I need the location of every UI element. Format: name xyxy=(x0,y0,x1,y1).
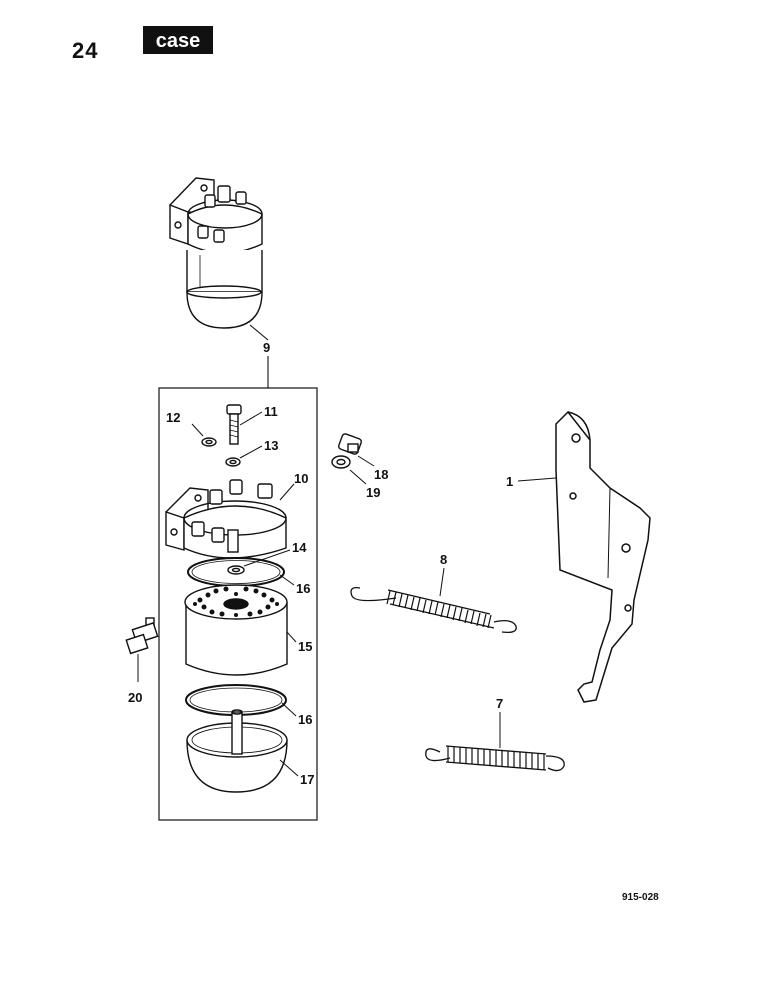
callout-13: 13 xyxy=(264,438,278,453)
fuel-filter-assembly xyxy=(169,177,263,329)
mounting-bracket-1 xyxy=(555,410,651,703)
callout-15: 15 xyxy=(298,639,312,654)
spring-7 xyxy=(425,745,565,772)
callout-20: 20 xyxy=(128,690,142,705)
callout-19: 19 xyxy=(366,485,380,500)
bolt-11 xyxy=(226,404,242,445)
filter-bowl-17 xyxy=(186,709,288,793)
page-number: 24 xyxy=(72,38,99,63)
svg-text:case: case xyxy=(156,30,201,52)
callout-9: 9 xyxy=(263,340,270,355)
washer-12 xyxy=(201,437,217,447)
callout-16-lower: 16 xyxy=(298,712,312,727)
callout-14: 14 xyxy=(292,540,307,555)
exploded-view-frame xyxy=(158,387,318,821)
callout-18: 18 xyxy=(374,467,388,482)
filter-head-10 xyxy=(165,479,287,559)
filter-element-15 xyxy=(184,584,288,676)
washer-19 xyxy=(331,455,351,469)
callout-11: 11 xyxy=(264,404,278,419)
fitting-20 xyxy=(125,617,159,655)
callout-12: 12 xyxy=(166,410,180,425)
callout-16-upper: 16 xyxy=(296,581,310,596)
banjo-bolt-18 xyxy=(338,433,362,455)
callout-8: 8 xyxy=(440,552,447,567)
case-logo: case xyxy=(143,26,213,54)
figure-code: 915-028 xyxy=(622,892,659,903)
callout-10: 10 xyxy=(294,471,308,486)
washer-13 xyxy=(225,457,241,467)
callout-1: 1 xyxy=(506,474,513,489)
spring-8 xyxy=(350,587,517,634)
callout-17: 17 xyxy=(300,772,314,787)
seal-14 xyxy=(227,565,245,575)
callout-7: 7 xyxy=(496,696,503,711)
